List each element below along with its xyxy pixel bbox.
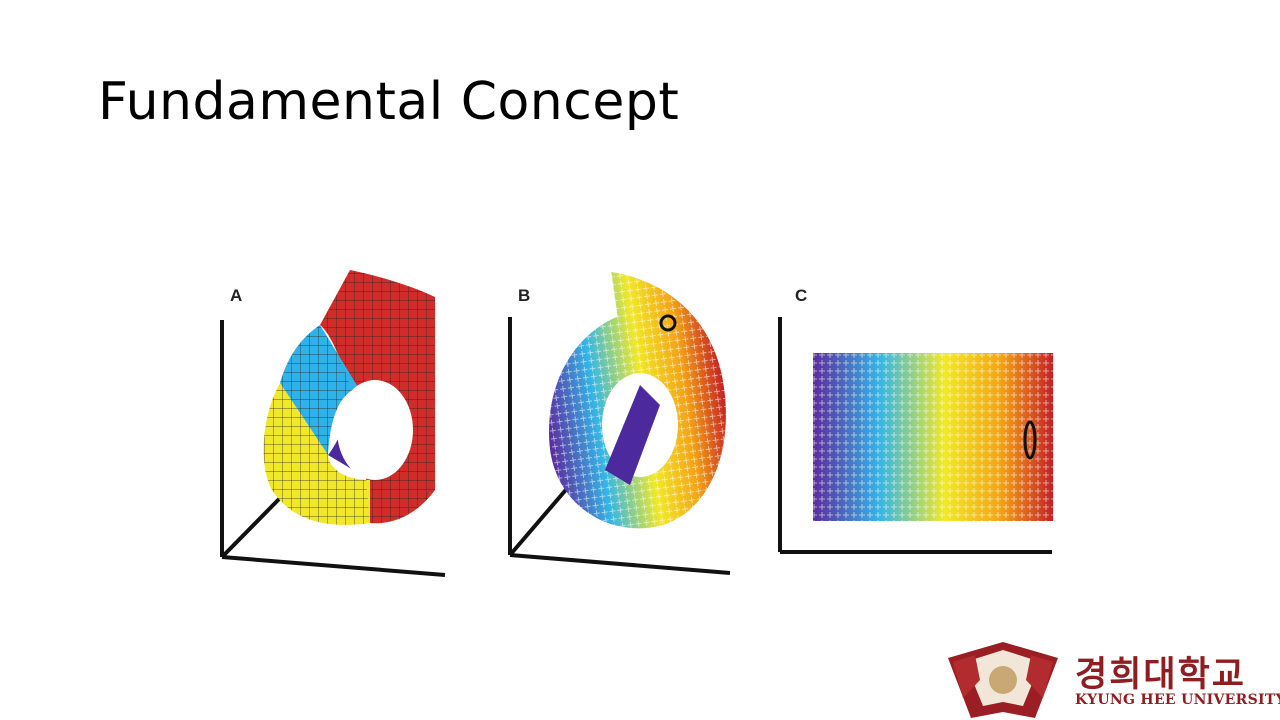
panel-c: C [778, 286, 1053, 554]
panel-c-label: C [795, 286, 807, 305]
slide-title: Fundamental Concept [98, 72, 680, 132]
panel-a-label: A [230, 286, 242, 305]
panel-b: B [508, 272, 731, 575]
university-name-english: KYUNG HEE UNIVERSITY [1075, 692, 1280, 708]
swiss-roll-figure: A B C [220, 270, 1053, 577]
kyung-hee-emblem [948, 642, 1058, 718]
panel-a: A [220, 270, 446, 577]
panel-b-label: B [518, 286, 530, 305]
university-name-korean: 경희대학교 [1075, 655, 1247, 695]
